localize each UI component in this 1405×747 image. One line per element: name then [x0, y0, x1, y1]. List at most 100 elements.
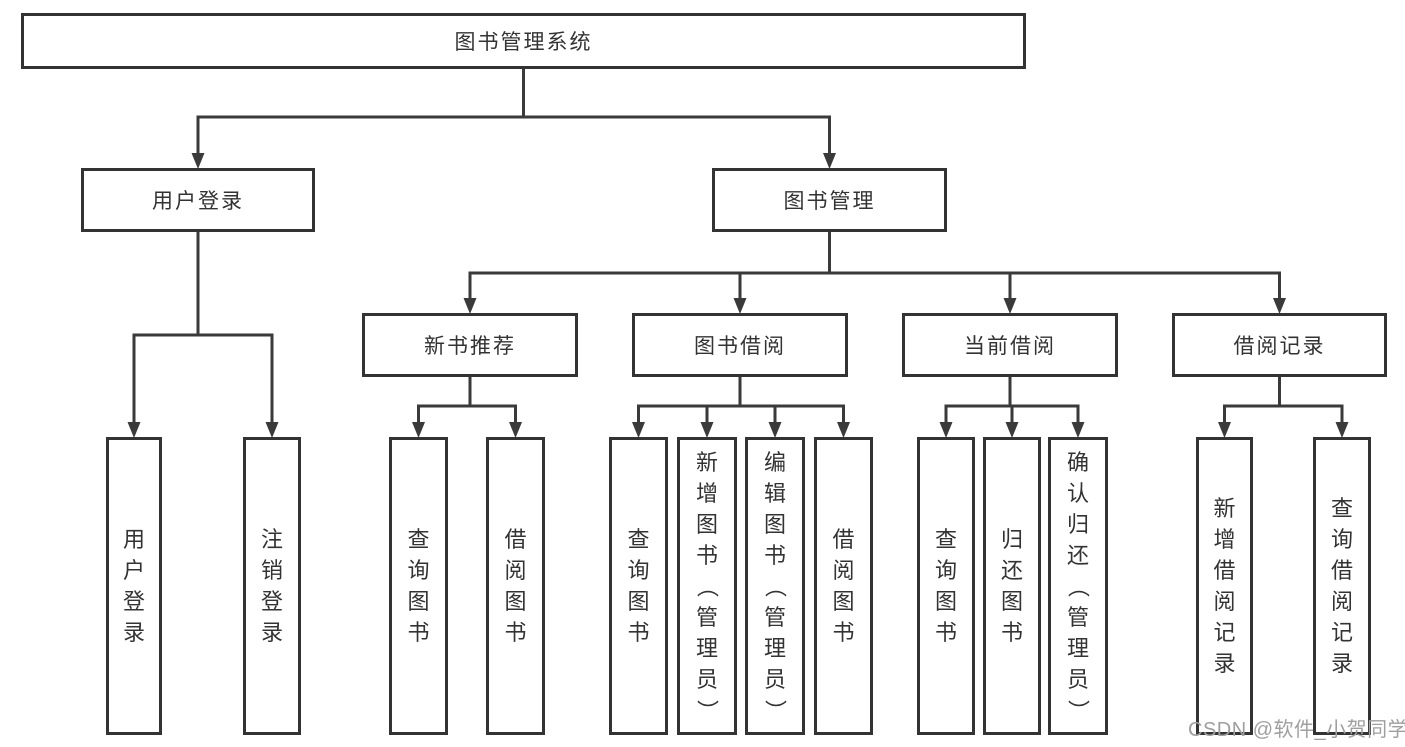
vertical-char: 登: [260, 589, 283, 614]
node-badd: 新增图书（管理员）: [677, 437, 737, 735]
vertical-char: 阅: [504, 558, 527, 583]
node-label: 新增借阅记录: [1213, 440, 1235, 732]
node-label: 新增图书（管理员）: [694, 440, 719, 732]
vertical-char: 询: [934, 558, 957, 583]
vertical-char: 图: [504, 589, 527, 614]
node-root: 图书管理系统: [21, 13, 1026, 69]
vertical-char: 增: [1213, 527, 1236, 552]
node-creturn: 归还图书: [983, 437, 1041, 735]
vertical-char: （: [1065, 574, 1091, 598]
vertical-char: 理: [695, 635, 718, 661]
vertical-char: 员: [1066, 666, 1089, 692]
node-recborrow: 借阅图书: [486, 437, 545, 735]
vertical-char: 销: [260, 558, 283, 583]
node-recquery: 查询图书: [389, 437, 448, 735]
vertical-char: 理: [1066, 635, 1089, 661]
vertical-char: 录: [260, 620, 283, 645]
vertical-char: 认: [1066, 480, 1089, 506]
node-bquery: 查询图书: [609, 437, 668, 735]
vertical-char: ）: [1065, 698, 1091, 722]
vertical-char: 查: [407, 527, 430, 552]
vertical-char: 用: [122, 527, 145, 552]
csdn-watermark: CSDN @软件_小贺同学: [1188, 719, 1405, 741]
vertical-char: 归: [1000, 527, 1023, 552]
node-label: 用户登录: [123, 440, 145, 732]
node-label: 查询借阅记录: [1331, 440, 1353, 732]
vertical-char: 图: [763, 511, 786, 537]
vertical-char: 图: [695, 511, 718, 537]
vertical-char: 书: [934, 620, 957, 645]
vertical-char: 阅: [1330, 589, 1353, 614]
vertical-char: 图: [627, 589, 650, 614]
node-login: 用户登录: [81, 168, 315, 232]
vertical-char: 录: [122, 620, 145, 645]
vertical-char: 图: [1000, 589, 1023, 614]
vertical-char: 编: [763, 449, 786, 475]
node-label: 图书管理: [783, 190, 876, 213]
vertical-char: 归: [1066, 511, 1089, 537]
node-label: 借阅记录: [1233, 335, 1326, 358]
node-label: 借阅图书: [504, 440, 526, 732]
vertical-char: 书: [1000, 620, 1023, 645]
vertical-char: 户: [122, 558, 145, 583]
vertical-char: 询: [1330, 527, 1353, 552]
vertical-char: 注: [260, 527, 283, 552]
vertical-char: ）: [694, 698, 720, 722]
vertical-char: 记: [1330, 620, 1353, 645]
node-radd: 新增借阅记录: [1196, 437, 1253, 735]
vertical-char: ）: [762, 698, 788, 722]
vertical-char: 员: [763, 666, 786, 692]
node-userlogin: 用户登录: [106, 437, 162, 735]
node-label: 图书管理系统: [454, 31, 593, 54]
node-rquery: 查询借阅记录: [1313, 437, 1371, 735]
vertical-char: 书: [695, 542, 718, 568]
vertical-char: 辑: [763, 480, 786, 506]
vertical-char: 查: [627, 527, 650, 552]
vertical-char: 登: [122, 589, 145, 614]
vertical-char: 书: [627, 620, 650, 645]
node-label: 注销登录: [261, 440, 283, 732]
vertical-char: 借: [832, 527, 855, 552]
vertical-char: 借: [504, 527, 527, 552]
node-bedit: 编辑图书 （ 管理员 ）: [745, 437, 805, 735]
vertical-char: 理: [763, 635, 786, 661]
vertical-char: 图: [407, 589, 430, 614]
vertical-char: 记: [1213, 620, 1236, 645]
node-label: 用户登录: [152, 190, 244, 213]
vertical-char: 询: [627, 558, 650, 583]
node-label: 确认归还 （ 管理员 ）: [1065, 440, 1090, 732]
node-rec: 新书推荐: [362, 313, 578, 377]
node-label: 查询图书: [627, 440, 649, 732]
node-label: 新书推荐: [424, 335, 516, 358]
vertical-char: 管: [763, 604, 786, 630]
vertical-char: 书: [763, 542, 786, 568]
vertical-char: 新: [1213, 496, 1236, 521]
vertical-char: 确: [1066, 449, 1089, 475]
vertical-char: 增: [695, 480, 718, 506]
vertical-char: （: [762, 574, 788, 598]
vertical-char: 员: [695, 666, 718, 692]
vertical-char: （: [694, 574, 720, 598]
vertical-char: 书: [832, 620, 855, 645]
vertical-char: 录: [1330, 651, 1353, 676]
vertical-char: 借: [1213, 558, 1236, 583]
node-bborrow: 借阅图书: [814, 437, 873, 735]
node-label: 当前借阅: [964, 335, 1056, 358]
vertical-char: 查: [934, 527, 957, 552]
node-records: 借阅记录: [1172, 313, 1387, 377]
vertical-char: 管: [1066, 604, 1089, 630]
vertical-char: 图: [934, 589, 957, 614]
node-label: 图书借阅: [694, 335, 786, 358]
node-logout: 注销登录: [243, 437, 301, 735]
node-borrow: 图书借阅: [632, 313, 848, 377]
node-cquery: 查询图书: [917, 437, 975, 735]
node-current: 当前借阅: [902, 313, 1118, 377]
vertical-char: 录: [1213, 651, 1236, 676]
vertical-char: 书: [504, 620, 527, 645]
vertical-char: 图: [832, 589, 855, 614]
node-label: 编辑图书 （ 管理员 ）: [762, 440, 787, 732]
vertical-char: 还: [1066, 542, 1089, 568]
vertical-char: 查: [1330, 496, 1353, 521]
